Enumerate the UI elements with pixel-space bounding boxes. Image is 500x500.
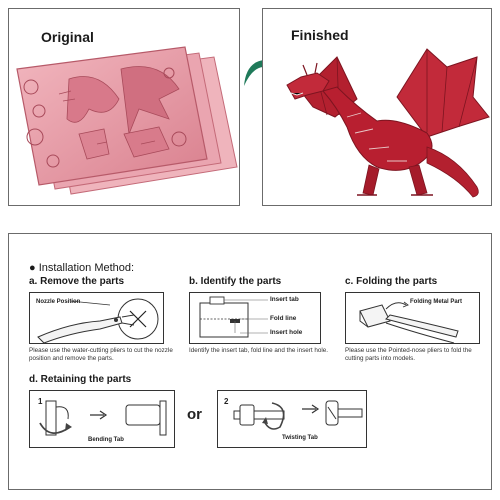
step-a-caption: Please use the water-cutting pliers to c… — [29, 347, 173, 362]
step-c-illustration: Folding Metal Part — [345, 292, 480, 344]
twisting-tab-icon — [233, 400, 363, 430]
step-d-title: d. Retaining the parts — [29, 374, 132, 385]
nozzle-position-label: Nozzle Position — [36, 299, 81, 305]
part-diagram-icon — [199, 296, 268, 338]
pliers-cutting-icon — [37, 298, 159, 344]
step-a-title: a. Remove the parts — [29, 276, 125, 287]
original-panel: Original — [8, 8, 240, 206]
dragon-wing-right — [396, 48, 490, 138]
dragon-head — [286, 62, 330, 100]
installation-panel: ● Installation Method: a. Remove the par… — [8, 233, 492, 490]
step-c-title: c. Folding the parts — [345, 276, 438, 287]
step-b-caption: Identify the insert tab, fold line and t… — [189, 347, 328, 354]
sheet-front — [16, 46, 208, 186]
twisting-tab-label: Twisting Tab — [282, 435, 318, 441]
installation-heading: ● Installation Method: — [29, 262, 135, 274]
insert-tab-label: Insert tab — [270, 296, 299, 303]
dragon-tail — [426, 146, 479, 198]
step-d-twisting-illustration: 2 Twisting Tab — [217, 390, 367, 448]
dragon-legs — [357, 164, 433, 196]
finished-title: Finished — [291, 27, 349, 43]
step-c-caption: Please use the Pointed-nose pliers to fo… — [345, 347, 472, 362]
step-d-number-1: 1 — [38, 397, 43, 406]
finished-panel: Finished — [262, 8, 492, 206]
original-title: Original — [41, 29, 94, 45]
metal-sheets-image — [16, 46, 238, 195]
step-d-bending-illustration: 1 Bending Tab — [29, 390, 175, 448]
bending-tab-icon — [39, 400, 167, 436]
step-d-number-2: 2 — [224, 397, 229, 406]
bending-tab-label: Bending Tab — [88, 437, 124, 443]
step-b-illustration: Insert tab Fold line Insert hole — [189, 292, 321, 344]
folding-metal-part-label: Folding Metal Part — [410, 299, 463, 305]
fold-line-label: Fold line — [270, 315, 297, 322]
dragon-model-image — [286, 48, 490, 198]
pliers-folding-icon — [359, 301, 459, 344]
or-separator: or — [187, 406, 202, 423]
step-b-title: b. Identify the parts — [189, 276, 282, 287]
insert-hole-label: Insert hole — [270, 329, 303, 336]
step-a-illustration: Nozzle Position — [29, 292, 164, 344]
